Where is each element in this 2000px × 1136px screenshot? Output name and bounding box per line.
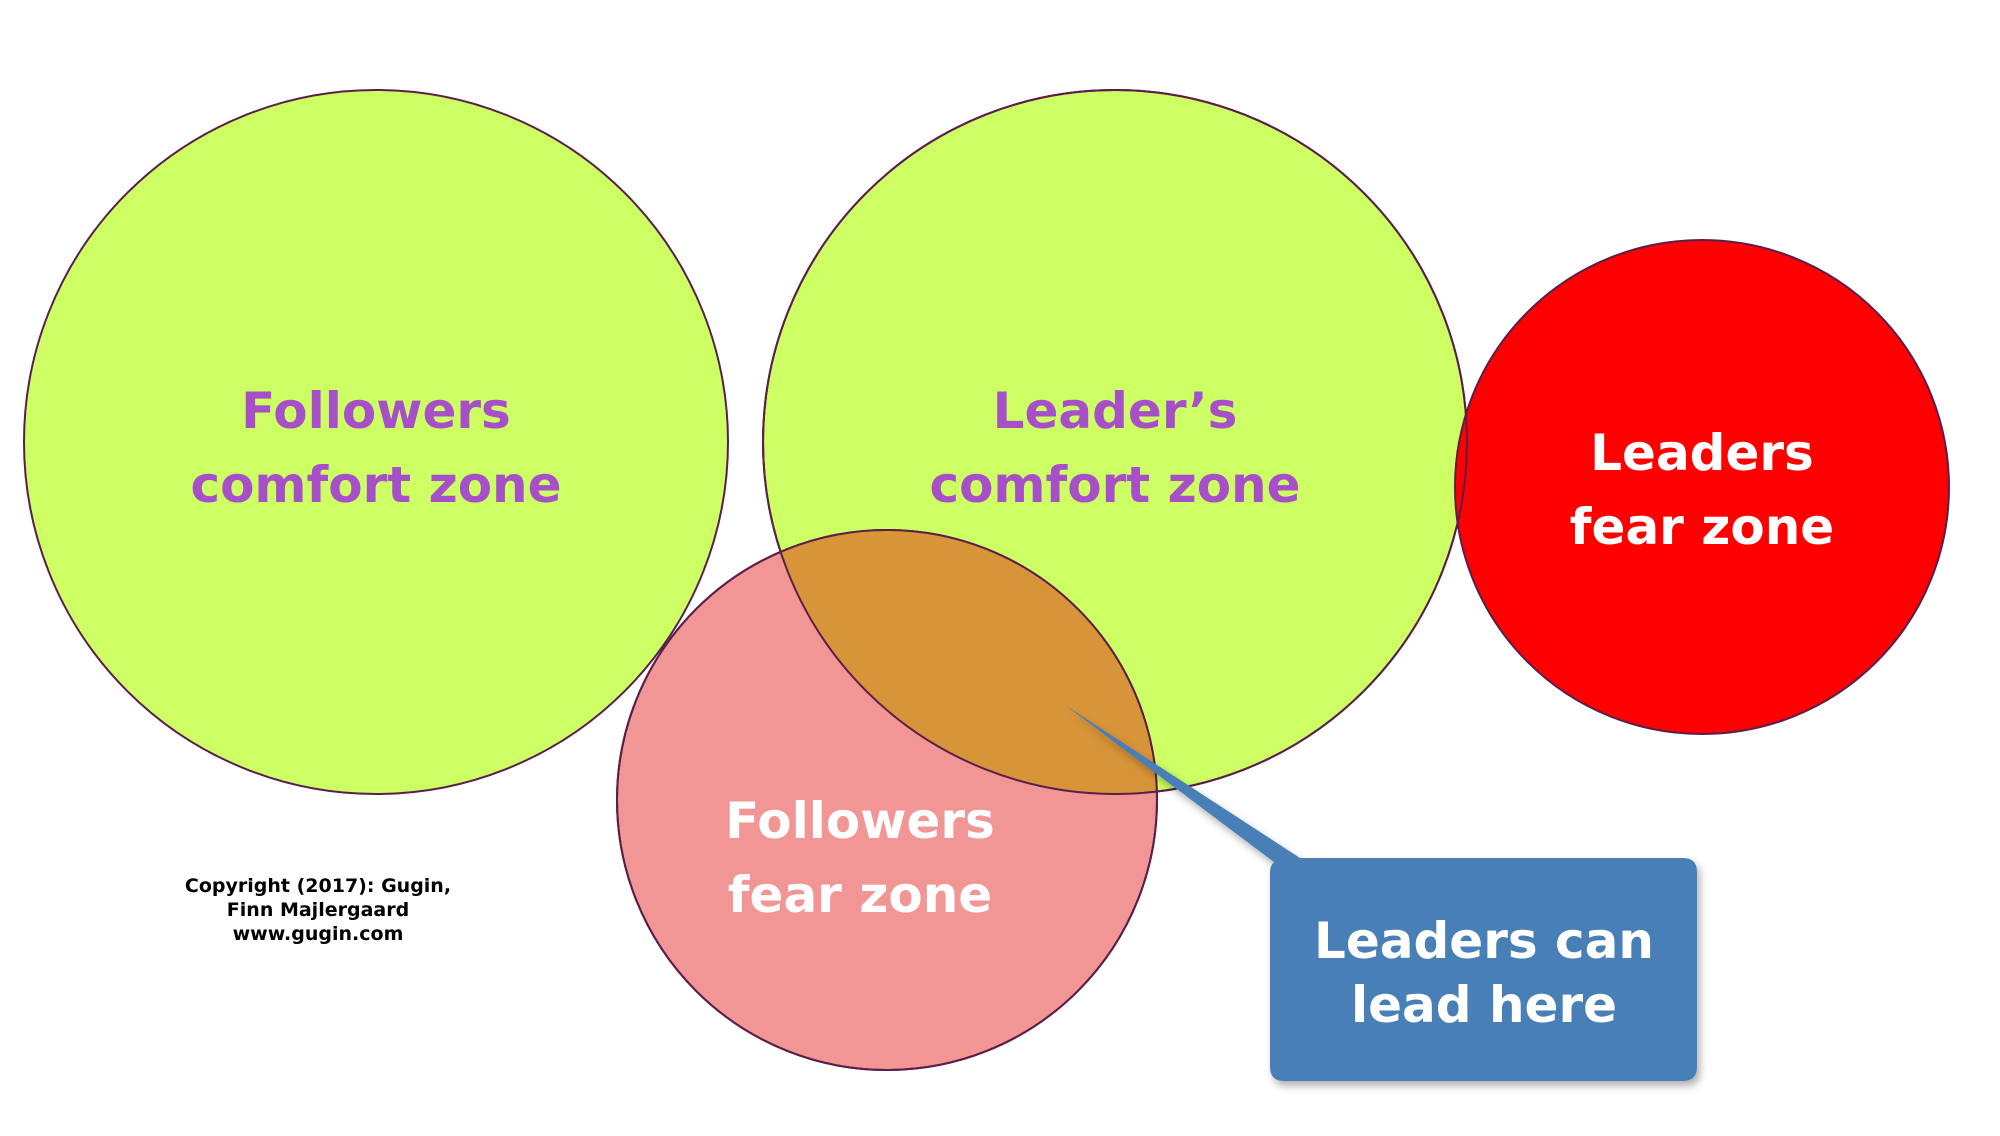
overlap-zone bbox=[763, 530, 1157, 794]
followers-fear-zone-outline bbox=[616, 529, 1158, 1071]
callout-label-line2: lead here bbox=[1351, 976, 1617, 1034]
followers-comfort-label-line2: comfort zone bbox=[190, 456, 561, 514]
leaders-fear-label-line1: Leaders bbox=[1590, 424, 1814, 482]
followers-comfort-zone-circle bbox=[23, 89, 729, 795]
copyright-line3: www.gugin.com bbox=[233, 923, 404, 945]
copyright-line2: Finn Majlergaard bbox=[227, 899, 409, 921]
callout-shape bbox=[1065, 705, 1697, 1081]
copyright-line1: Copyright (2017): Gugin, bbox=[185, 875, 451, 897]
callout-bubble bbox=[1065, 705, 1697, 1081]
leaders-fear-zone-circle bbox=[1454, 239, 1950, 735]
leaders-comfort-label-line1: Leader’s bbox=[993, 382, 1238, 440]
followers-comfort-label-line1: Followers bbox=[241, 382, 511, 440]
leaders-comfort-label-line2: comfort zone bbox=[929, 456, 1300, 514]
followers-fear-label-line1: Followers bbox=[725, 792, 995, 850]
leaders-comfort-zone-outline bbox=[762, 89, 1468, 795]
followers-fear-label-line2: fear zone bbox=[728, 866, 992, 924]
leaders-fear-label-line2: fear zone bbox=[1570, 498, 1834, 556]
callout-label-line1: Leaders can bbox=[1314, 912, 1654, 970]
